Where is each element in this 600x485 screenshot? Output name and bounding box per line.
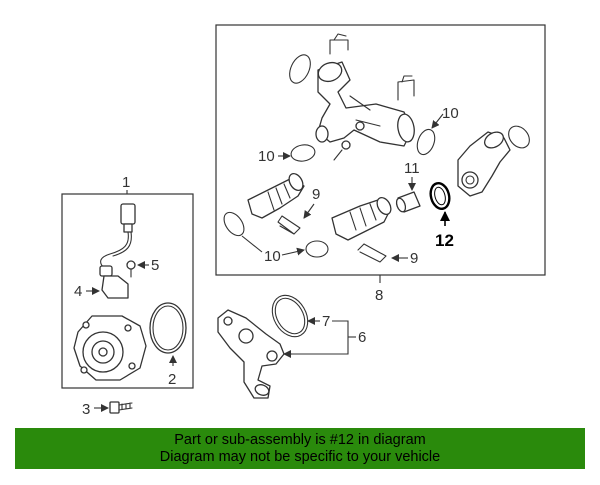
callout-7: 7 <box>322 313 330 330</box>
info-banner: Part or sub-assembly is #12 in diagram D… <box>15 428 585 469</box>
seal-12 <box>429 182 451 210</box>
connector-11 <box>395 191 421 213</box>
coolant-hose-middle <box>331 196 392 241</box>
retaining-clip-2 <box>397 75 415 101</box>
callout-9-bottom: 9 <box>410 250 418 267</box>
seal-ring-2 <box>149 302 187 354</box>
bolt-3 <box>109 401 133 414</box>
thermostat-housing <box>457 131 511 197</box>
retaining-clip <box>329 33 349 55</box>
bracket-6 <box>290 320 349 355</box>
callout-10-top: 10 <box>442 105 459 122</box>
coolant-flange-6 <box>217 309 285 399</box>
clip-9-left <box>277 215 301 235</box>
screw-5 <box>126 260 136 278</box>
clip-9-bottom <box>357 243 387 263</box>
callout-1: 1 <box>122 174 130 191</box>
coolant-pipe-assembly <box>315 61 415 147</box>
o-ring-10-left <box>290 144 316 162</box>
callout-9-top: 9 <box>312 186 320 203</box>
banner-line-1: Part or sub-assembly is #12 in diagram <box>174 432 426 448</box>
callout-11: 11 <box>404 160 420 177</box>
o-ring-10-top <box>416 128 436 156</box>
o-ring-10-bottom <box>305 240 329 258</box>
callout-3: 3 <box>82 401 90 418</box>
sensor-harness <box>99 203 136 299</box>
callout-2: 2 <box>168 371 176 388</box>
o-ring-7 <box>271 294 309 338</box>
o-ring-right <box>508 125 530 149</box>
callout-5: 5 <box>151 257 159 274</box>
screw-small <box>333 140 351 161</box>
water-pump <box>73 315 147 381</box>
callout-8: 8 <box>375 287 383 304</box>
callout-12: 12 <box>435 231 454 250</box>
banner-line-2: Diagram may not be specific to your vehi… <box>159 449 441 465</box>
callout-4: 4 <box>74 283 82 300</box>
o-ring-hose-left <box>223 211 245 237</box>
leader-10-top <box>431 113 444 129</box>
leader-9-top <box>303 203 315 219</box>
leader-10-bottom <box>281 247 305 256</box>
coolant-hose-left <box>247 172 305 219</box>
o-ring-top <box>289 54 311 84</box>
callout-6: 6 <box>358 329 366 346</box>
callout-10-bottom: 10 <box>264 248 281 265</box>
callout-10-left: 10 <box>258 148 275 165</box>
